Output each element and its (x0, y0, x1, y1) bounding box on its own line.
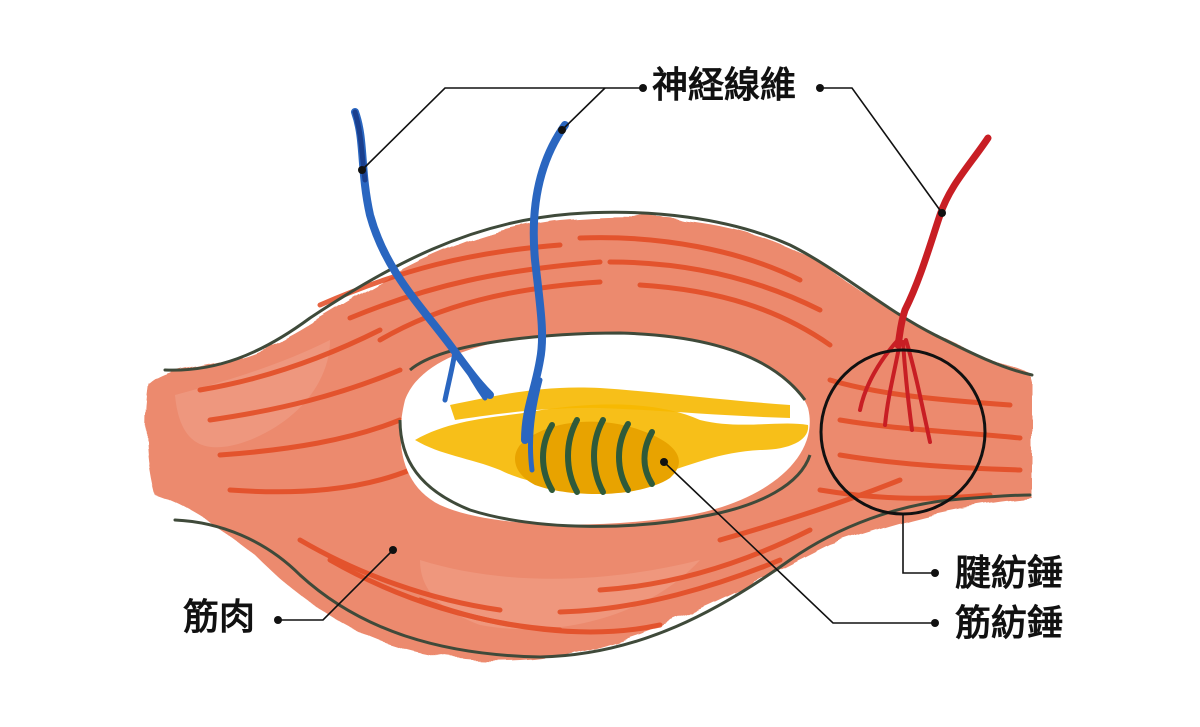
label-muscle: 筋肉 (183, 597, 256, 638)
leader-nerve-left (361, 87, 643, 171)
leader-nerve-right (820, 87, 943, 214)
tendon-nerve-main (894, 134, 992, 349)
capsule-outline (409, 331, 807, 401)
muscle-spindle (415, 387, 809, 495)
tendon-nerve (858, 134, 992, 444)
leader-spindle (663, 461, 935, 624)
leader-lines (278, 87, 943, 624)
leader-tendon (902, 514, 935, 574)
sensory-nerve-middle-branch (527, 377, 543, 473)
label-golgi-tendon-organ: 腱紡錘 (955, 553, 1064, 594)
leader-nerve-middle (561, 87, 606, 131)
sensory-nerves (351, 108, 569, 473)
label-nerve-fiber: 神経線維 (652, 65, 797, 106)
sensory-nerve-left-branch (442, 349, 488, 403)
muscle-outline (163, 210, 1034, 659)
sensory-nerve-top-highlight (352, 109, 368, 183)
leader-muscle (278, 549, 394, 621)
tendon-nerve-branches (858, 338, 932, 444)
muscle-highlight (420, 560, 700, 630)
label-muscle-spindle: 筋紡錘 (955, 603, 1064, 644)
capsule-outline (398, 419, 812, 528)
sensory-nerve-middle (521, 121, 569, 444)
leader-dots (274, 84, 946, 627)
annulospiral-endings (540, 417, 655, 495)
muscle-fibers (197, 235, 1023, 635)
